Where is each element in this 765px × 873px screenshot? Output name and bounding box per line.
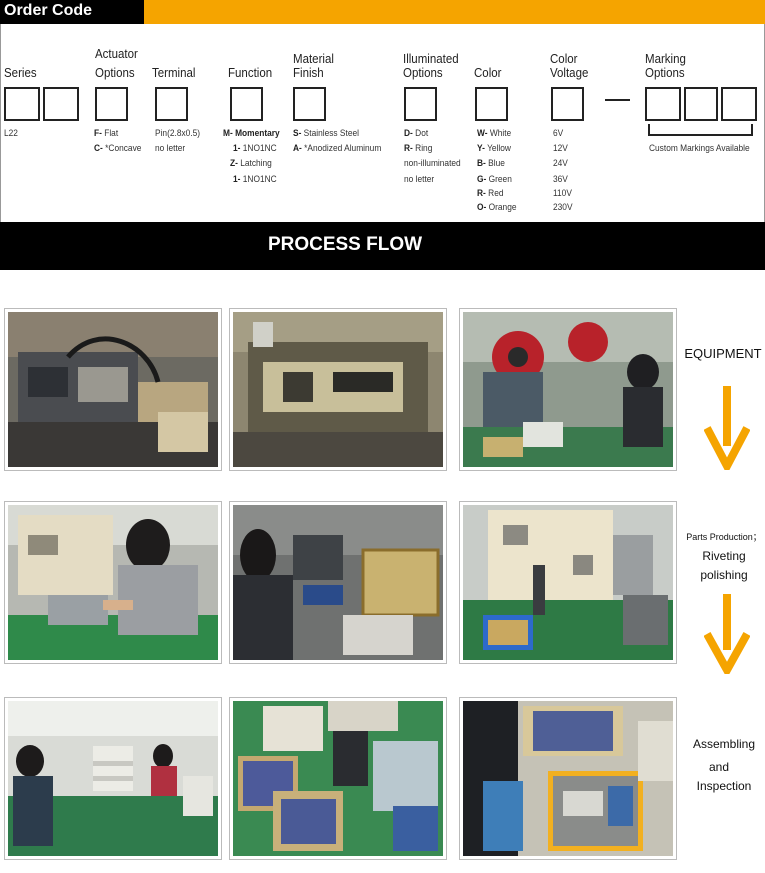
voltage-header-line2: Voltage (550, 66, 589, 80)
order-code-panel (0, 24, 765, 223)
illuminated-header-line1: Illuminated (403, 52, 459, 66)
marking-note: Custom Markings Available (649, 143, 750, 154)
marking-header-line1: Marking (645, 52, 686, 66)
terminal-header: Terminal (152, 66, 196, 80)
function-option-momentary: M- Momentary (223, 128, 280, 139)
illuminated-option-none: non-illuminated (404, 158, 461, 169)
series-header: Series (4, 66, 37, 80)
production-photo-3 (459, 501, 677, 664)
voltage-option-230v: 230V (553, 202, 573, 213)
function-code-box (230, 87, 263, 121)
equipment-photo-2 (229, 308, 447, 471)
color-option-white: W- White (477, 128, 512, 139)
step-inspection-label: Inspection (696, 779, 752, 793)
process-flow-bar: PROCESS FLOW (0, 222, 765, 270)
assembly-photo-1 (4, 697, 222, 860)
function-header: Function (228, 66, 273, 80)
voltage-code-box (551, 87, 584, 121)
down-arrow-icon-2 (704, 594, 750, 674)
terminal-option-pin: Pin(2.8x0.5) (155, 128, 201, 139)
material-header-line1: Material (293, 52, 334, 66)
actuator-option-flat: F- Flat (94, 128, 119, 139)
illuminated-header-line2: Options (403, 66, 443, 80)
production-photo-1 (4, 501, 222, 664)
color-code-box (475, 87, 508, 121)
material-option-stainless: S- Stainless Steel (293, 128, 359, 139)
terminal-code-box (155, 87, 188, 121)
function-option-latching-contact: 1- 1NO1NC (233, 174, 277, 185)
illuminated-option-ring: R- Ring (404, 143, 433, 154)
assembly-photo-3 (459, 697, 677, 860)
actuator-code-box (95, 87, 128, 121)
actuator-option-concave: C- *Concave (94, 143, 142, 154)
down-arrow-icon-1 (704, 386, 750, 470)
illuminated-code-box (404, 87, 437, 121)
equipment-photo-3 (459, 308, 677, 471)
series-code-box-2 (43, 87, 79, 121)
order-code-title-box: Order Code (0, 0, 144, 24)
actuator-header-line1: Actuator (95, 47, 138, 61)
voltage-header-line1: Color (550, 52, 578, 66)
color-option-yellow: Y- Yellow (477, 143, 511, 154)
marking-code-box-1 (645, 87, 681, 121)
marking-code-box-2 (684, 87, 718, 121)
step-assembling-label: Assembling (692, 737, 756, 751)
color-option-orange: O- Orange (477, 202, 517, 213)
series-code: L22 (4, 128, 18, 139)
order-code-title: Order Code (4, 2, 93, 19)
color-header: Color (474, 66, 502, 80)
voltage-option-6v: 6V (553, 128, 564, 139)
function-option-latching: Z- Latching (230, 158, 272, 169)
equipment-photo-1 (4, 308, 222, 471)
color-option-green: G- Green (477, 174, 512, 185)
material-code-box (293, 87, 326, 121)
material-header-line2: Finish (293, 66, 324, 80)
marking-header-line2: Options (645, 66, 685, 80)
terminal-option-none: no letter (155, 143, 186, 154)
color-option-blue: B- Blue (477, 158, 505, 169)
voltage-option-12v: 12V (553, 143, 568, 154)
series-code-box-1 (4, 87, 40, 121)
color-option-red: R- Red (477, 188, 504, 199)
voltage-option-110v: 110V (553, 188, 572, 199)
illuminated-option-dot: D- Dot (404, 128, 429, 139)
step-polishing-label: polishing (700, 568, 748, 582)
assembly-photo-2 (229, 697, 447, 860)
material-option-anodized: A- *Anodized Aluminum (293, 143, 382, 154)
voltage-option-24v: 24V (553, 158, 568, 169)
function-option-momentary-contact: 1- 1NO1NC (233, 143, 277, 154)
step-and-label: and (708, 760, 730, 774)
marking-bracket (648, 124, 753, 136)
code-separator-dash (605, 99, 630, 101)
step-parts-production-label: Parts Production； (686, 532, 762, 542)
production-photo-2 (229, 501, 447, 664)
step-equipment-label: EQUIPMENT (684, 346, 762, 361)
actuator-header-line2: Options (95, 66, 135, 80)
step-riveting-label: Riveting (702, 549, 746, 563)
process-flow-title: PROCESS FLOW (267, 234, 423, 255)
illuminated-option-no-letter: no letter (404, 174, 435, 185)
marking-code-box-3 (721, 87, 757, 121)
voltage-option-36v: 36V (553, 174, 568, 185)
